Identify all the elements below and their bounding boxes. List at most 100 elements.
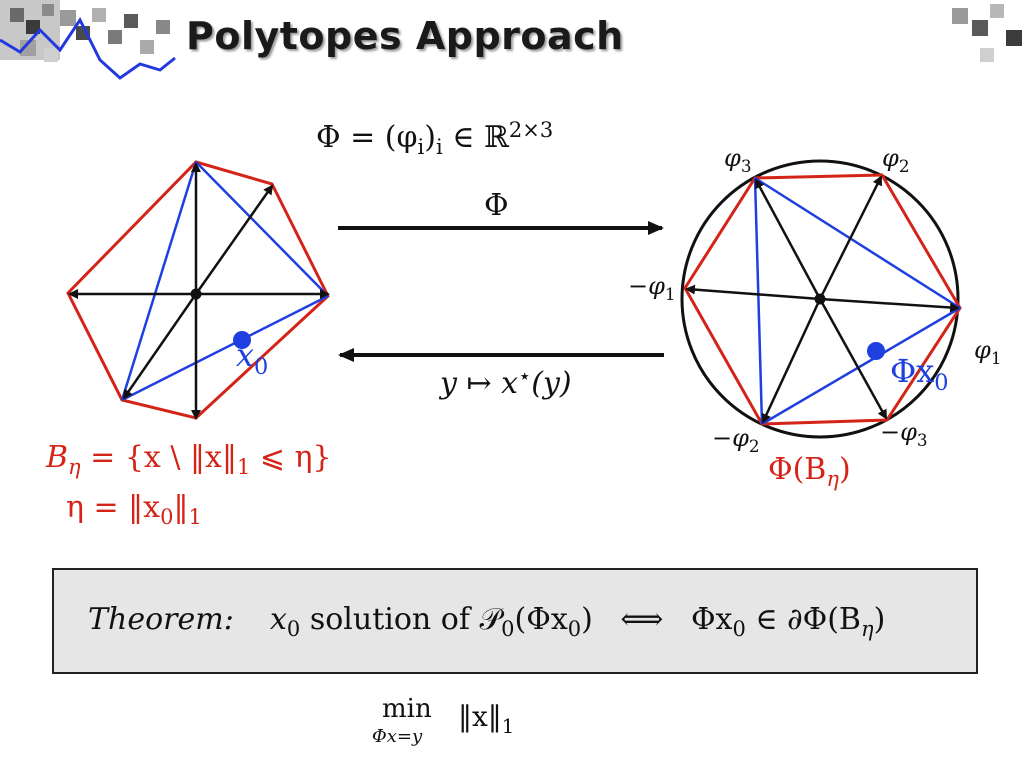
face-edge bbox=[195, 161, 329, 297]
origin-point bbox=[190, 288, 202, 300]
unit-circle bbox=[680, 159, 960, 439]
minus-phi1-main: −φ bbox=[628, 272, 665, 300]
forward-arrow-label: Φ bbox=[484, 188, 509, 223]
minus-phi3-label: −φ3 bbox=[880, 418, 928, 450]
phi2-main: φ bbox=[882, 144, 899, 172]
phi3-sub: 3 bbox=[740, 155, 752, 176]
eta-def-part: η = ‖x bbox=[66, 490, 161, 525]
thm-x0-sub: 0 bbox=[286, 617, 301, 642]
backward-label-part: (y) bbox=[531, 366, 572, 401]
thm-p0-arg: ) bbox=[581, 602, 593, 637]
phi3-label: φ3 bbox=[724, 144, 752, 176]
minus-phi2-vector bbox=[761, 298, 822, 424]
phi-x0-sub: 0 bbox=[934, 369, 949, 396]
phi1-main: φ bbox=[974, 336, 991, 364]
backward-label-star: ⋆ bbox=[518, 363, 532, 388]
x0-label-main: x bbox=[236, 336, 255, 374]
eta-def-sub: 1 bbox=[188, 505, 202, 530]
x0-label-sub: 0 bbox=[254, 353, 269, 380]
face-edge bbox=[754, 176, 961, 310]
x0-point bbox=[233, 331, 251, 349]
minus-phi3-sub: 3 bbox=[916, 429, 928, 450]
ball-def-part: ⩽ η} bbox=[250, 440, 332, 475]
thm-x0: x bbox=[270, 602, 287, 637]
ball-definition: Bη = {x \ ‖x‖1 ⩽ η} bbox=[46, 440, 332, 479]
thm-solution-of: solution of bbox=[309, 602, 480, 637]
phi-ball-sub: η bbox=[826, 467, 839, 492]
minus-phi1-label: −φ1 bbox=[628, 272, 676, 304]
thm-rhs: Φx bbox=[690, 602, 733, 637]
phi-def-sub: i bbox=[417, 135, 425, 160]
slide-title: Polytopes Approach bbox=[186, 14, 624, 58]
backward-label-part: y ↦ x bbox=[440, 366, 519, 401]
phi-ball-part: ) bbox=[838, 452, 851, 487]
phi-def-part: ) bbox=[424, 120, 436, 155]
thm-p0-sub: 0 bbox=[501, 617, 515, 642]
logo-mosaic-right bbox=[952, 4, 1022, 62]
origin-point bbox=[814, 293, 826, 305]
problem-constraint: Φx=y bbox=[372, 726, 423, 747]
problem-min: min bbox=[382, 694, 432, 724]
backward-arrow-label: y ↦ x⋆(y) bbox=[440, 363, 572, 402]
phi-def-sup: 2×3 bbox=[508, 117, 554, 142]
minus-phi2-label: −φ2 bbox=[712, 424, 760, 456]
face-edge bbox=[121, 294, 329, 402]
theorem-label: Theorem: bbox=[88, 602, 234, 637]
problem-objective: ‖x‖1 bbox=[458, 700, 514, 738]
phi-ball-part: Φ(B bbox=[768, 452, 827, 487]
x0-label: x0 bbox=[236, 336, 268, 380]
objective-main: ‖x‖ bbox=[458, 700, 502, 733]
eta-def-sub: 0 bbox=[160, 505, 174, 530]
face-edge bbox=[761, 306, 961, 426]
phi3-main: φ bbox=[724, 144, 741, 172]
phi-def-part: ∈ ℝ bbox=[442, 120, 509, 155]
minus-phi1-sub: 1 bbox=[664, 283, 676, 304]
face-edge bbox=[120, 161, 198, 401]
axis-diagonal bbox=[122, 293, 198, 400]
phi2-vector bbox=[818, 175, 883, 300]
left-polytope bbox=[66, 160, 330, 420]
face-edge bbox=[753, 177, 764, 425]
eta-def-part: ‖ bbox=[173, 490, 189, 525]
projected-ball-outline bbox=[683, 173, 962, 426]
phi2-label: φ2 bbox=[882, 144, 910, 176]
ball-def-sub: η bbox=[68, 455, 81, 480]
phi-x0-main: Φx bbox=[890, 352, 935, 390]
minus-phi3-vector bbox=[818, 298, 888, 420]
minus-phi2-main: −φ bbox=[712, 424, 749, 452]
eta-definition: η = ‖x0‖1 bbox=[66, 490, 202, 529]
phi-definition: Φ = (φi)i ∈ ℝ2×3 bbox=[316, 117, 554, 160]
thm-rhs: ∈ ∂Φ(B bbox=[745, 602, 861, 637]
thm-iff: ⟺ bbox=[620, 602, 664, 637]
logo-curve bbox=[0, 17, 176, 80]
right-polytope bbox=[680, 159, 962, 439]
phi3-vector bbox=[754, 178, 822, 300]
phi-x0-label: Φx0 bbox=[890, 352, 949, 396]
ball-def-sub: 1 bbox=[236, 455, 251, 480]
phi1-vector bbox=[819, 297, 960, 313]
thm-rhs: ) bbox=[873, 602, 886, 637]
axis-diagonal bbox=[194, 184, 274, 295]
thm-p0-arg-sub: 0 bbox=[567, 617, 582, 642]
thm-rhs-sub: 0 bbox=[732, 617, 746, 642]
thm-rhs-sub: η bbox=[860, 617, 874, 642]
phi-def-sub: i bbox=[435, 135, 443, 160]
minus-phi2-sub: 2 bbox=[748, 435, 760, 456]
minus-phi1-vector bbox=[685, 284, 821, 301]
phi1-sub: 1 bbox=[990, 347, 1002, 368]
thm-p0-arg: (Φx bbox=[514, 602, 568, 637]
phi-x0-point bbox=[867, 342, 885, 360]
minus-phi3-main: −φ bbox=[880, 418, 917, 446]
objective-sub: 1 bbox=[501, 714, 515, 738]
logo-mosaic-left bbox=[0, 0, 170, 62]
corner-logo bbox=[0, 0, 1022, 80]
ball-def-part: = {x \ ‖x‖ bbox=[80, 440, 237, 475]
theorem-statement: x0 solution of 𝒫0(Φx0) ⟺ Φx0 ∈ ∂Φ(Bη) bbox=[270, 602, 886, 641]
phi1-label: φ1 bbox=[974, 336, 1002, 368]
thm-p0: 𝒫 bbox=[479, 602, 502, 637]
ball-def-part: B bbox=[46, 440, 69, 475]
phi-ball-label: Φ(Bη) bbox=[768, 452, 851, 491]
phi2-sub: 2 bbox=[898, 155, 910, 176]
theorem-box bbox=[52, 568, 978, 674]
